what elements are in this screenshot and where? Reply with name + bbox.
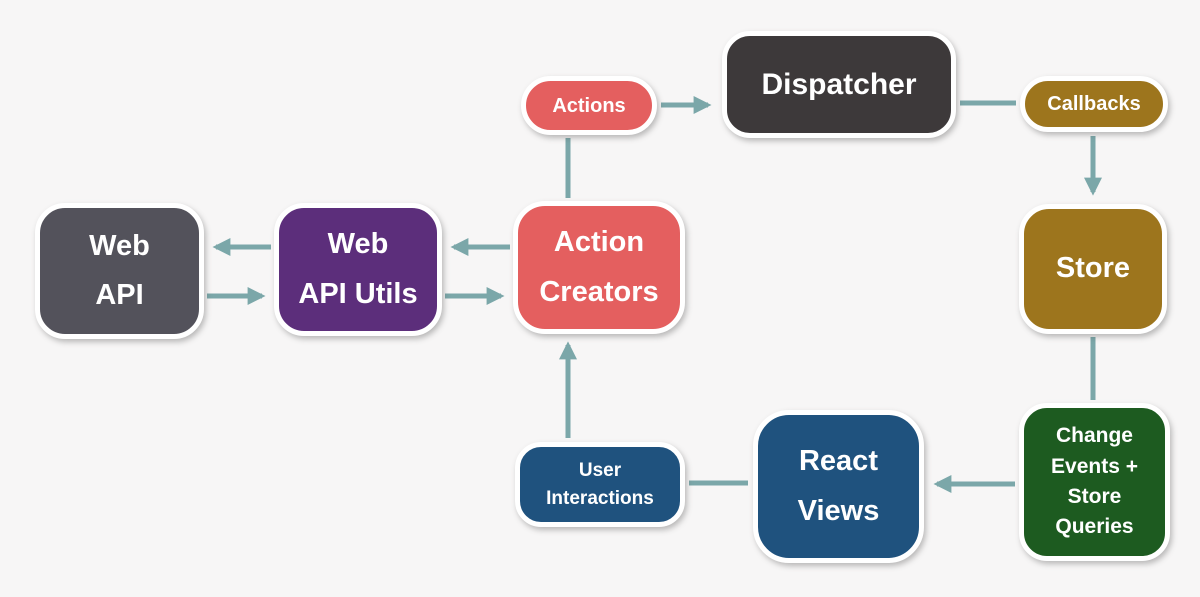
node-react-views: React Views: [753, 410, 924, 563]
node-change-events-label: Change Events + Store Queries: [1051, 424, 1138, 539]
node-store: Store: [1019, 204, 1167, 334]
node-change-events-store-queries: Change Events + Store Queries: [1019, 403, 1170, 561]
node-user-interactions: User Interactions: [515, 442, 685, 527]
node-action-creators-label: Action Creators: [539, 226, 659, 308]
node-action-creators: Action Creators: [513, 201, 685, 334]
node-actions-label: Actions: [552, 94, 626, 117]
node-web-api: Web API: [35, 203, 204, 339]
node-callbacks: Callbacks: [1020, 76, 1168, 132]
node-store-label: Store: [1055, 252, 1131, 285]
node-callbacks-label: Callbacks: [1047, 93, 1141, 115]
node-web-api-utils: Web API Utils: [274, 203, 442, 336]
node-web-api-label: Web API: [89, 229, 150, 311]
node-user-interactions-label: User Interactions: [546, 459, 654, 509]
node-actions: Actions: [521, 76, 657, 135]
node-react-views-label: React Views: [797, 445, 880, 527]
node-web-api-utils-label: Web API Utils: [298, 228, 418, 310]
node-dispatcher-label: Dispatcher: [761, 67, 917, 101]
node-dispatcher: Dispatcher: [722, 31, 956, 138]
